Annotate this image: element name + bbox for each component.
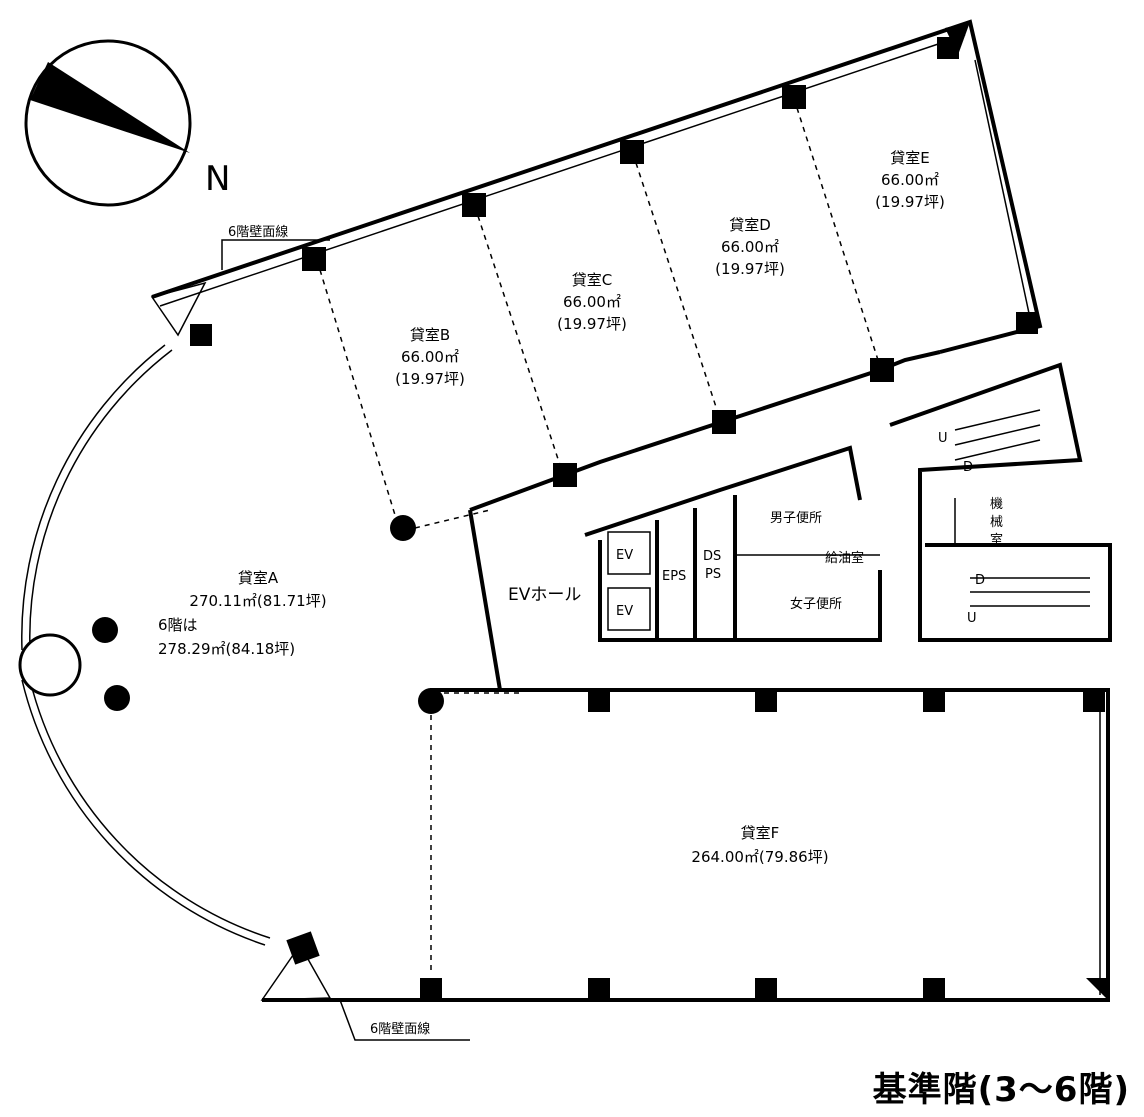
ev-label-2: EV — [616, 604, 633, 619]
eps-label: EPS — [662, 569, 686, 584]
room-c-label: 貸室C 66.00㎡ (19.97坪) — [557, 271, 627, 333]
stairs-down-label-2: D — [975, 573, 985, 588]
room-a-note-2: 278.29㎡(84.18坪) — [158, 640, 295, 658]
room-e-label: 貸室E 66.00㎡ (19.97坪) — [875, 149, 945, 211]
north-label: N — [205, 159, 230, 199]
room-b-area: 66.00㎡ — [401, 348, 459, 366]
page-title: 基準階(3〜6階) — [872, 1070, 1130, 1110]
room-d-tsubo: (19.97坪) — [715, 260, 785, 278]
room-e-tsubo: (19.97坪) — [875, 193, 945, 211]
machine-room-label-3: 室 — [990, 532, 1003, 548]
ds-label: DS — [703, 549, 721, 564]
lower-block-walls — [262, 688, 1110, 1002]
machine-room-label-1: 機 — [990, 497, 1003, 512]
room-b-tsubo: (19.97坪) — [395, 370, 465, 388]
compass-needle-icon — [30, 62, 190, 153]
ev-hall-label: EVホール — [508, 585, 581, 605]
room-a-area: 270.11㎡(81.71坪) — [189, 592, 326, 610]
room-b-name: 貸室B — [410, 326, 450, 344]
room-d-label: 貸室D 66.00㎡ (19.97坪) — [715, 216, 785, 278]
room-c-tsubo: (19.97坪) — [557, 315, 627, 333]
room-c-area: 66.00㎡ — [563, 293, 621, 311]
wall-line-label-top: 6階壁面線 — [228, 224, 288, 240]
core-walls — [468, 362, 1112, 692]
wall-line-leaders — [221, 239, 470, 1041]
room-f-area: 264.00㎡(79.86坪) — [691, 848, 828, 866]
room-d-name: 貸室D — [729, 216, 771, 234]
machine-room-label-2: 械 — [990, 515, 1003, 530]
left-arc-walls — [18, 281, 332, 1001]
room-e-area: 66.00㎡ — [881, 171, 939, 189]
mens-toilet-label: 男子便所 — [770, 511, 822, 526]
room-b-label: 貸室B 66.00㎡ (19.97坪) — [395, 326, 465, 388]
upper-wing-walls — [151, 19, 1043, 512]
stairs-down-label-1: D — [963, 460, 973, 475]
ps-label: PS — [705, 567, 721, 582]
upper-columns — [302, 37, 1038, 541]
pantry-label: 給油室 — [825, 550, 864, 566]
womens-toilet-label: 女子便所 — [790, 596, 842, 612]
stairs-up-label-2: U — [967, 611, 977, 626]
room-a-label: 貸室A 270.11㎡(81.71坪) 6階は 278.29㎡(84.18坪) — [158, 569, 327, 658]
room-a-note-1: 6階は — [158, 616, 198, 634]
stairs-up-label-1: U — [938, 431, 948, 446]
compass: N — [24, 39, 230, 207]
wall-line-label-bottom: 6階壁面線 — [370, 1021, 430, 1037]
core-labels: EVホール EV EV EPS DS PS 男子便所 女子便所 給油室 機 械 … — [508, 431, 1003, 626]
room-f-label: 貸室F 264.00㎡(79.86坪) — [691, 824, 828, 866]
upper-partitions — [319, 107, 879, 529]
room-e-name: 貸室E — [890, 149, 929, 167]
room-d-area: 66.00㎡ — [721, 238, 779, 256]
room-c-name: 貸室C — [572, 271, 612, 289]
room-f-name: 貸室F — [741, 824, 780, 842]
room-a-name: 貸室A — [238, 569, 279, 587]
ev-label-1: EV — [616, 548, 633, 563]
